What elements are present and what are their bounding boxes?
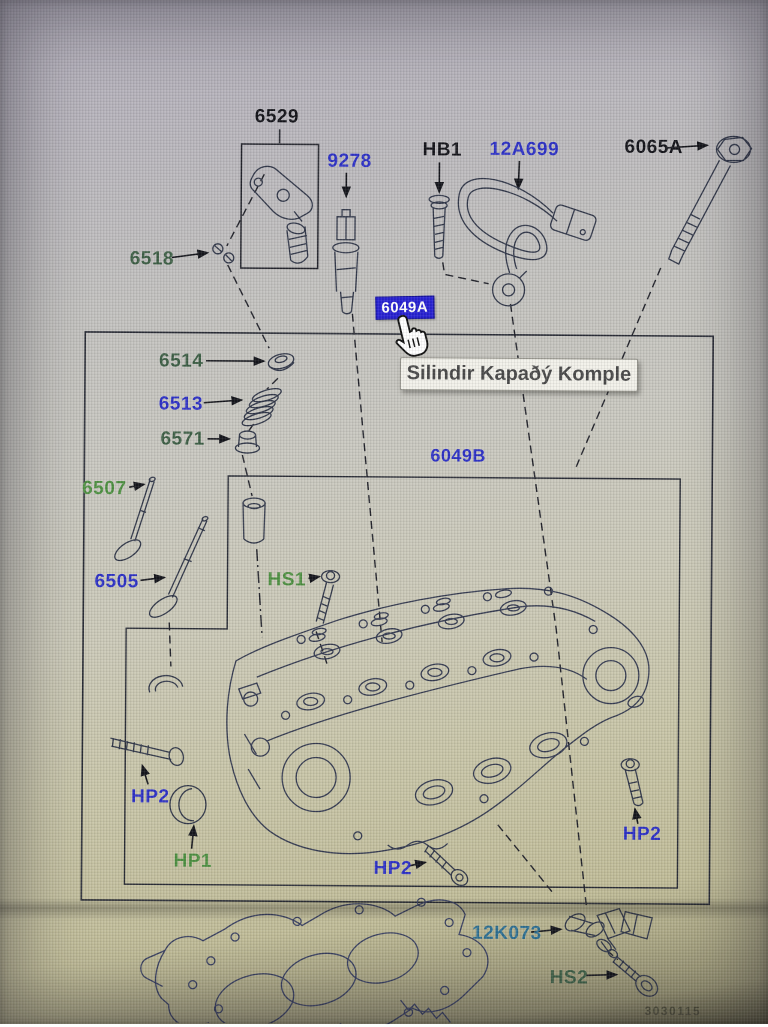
hs2-bolt-art [613,956,662,1001]
callout-6513[interactable]: 6513 [159,393,203,415]
callout-6507[interactable]: 6507 [82,478,126,500]
knock-sensor-harness-art [458,178,598,306]
hp2-bottom-bolt-art [424,845,471,888]
cylinder-head-art [226,585,650,856]
hs1-bolt-art [316,571,339,624]
intake-valve-art [146,515,208,621]
callout-6065a[interactable]: 6065A [624,137,683,159]
valve-seal-art [235,431,259,453]
callout-hb1[interactable]: HB1 [422,139,462,161]
callout-hp1[interactable]: HP1 [173,851,212,873]
callout-6571[interactable]: 6571 [160,428,204,450]
head-gasket-art [140,896,488,1026]
hp2-right-bolt-art [621,759,643,806]
hb1-bolt-art [429,195,449,258]
vct-solenoid-12k073-art [562,908,652,959]
cam-sensor-9278-art [332,210,359,314]
callout-12a699[interactable]: 12A699 [489,139,559,161]
tooltip: Silindir Kapaðý Komple [400,357,638,392]
callout-6529[interactable]: 6529 [255,106,299,128]
lash-adjuster-art [286,221,308,263]
callout-hp2-left[interactable]: HP2 [131,786,170,808]
callout-6518[interactable]: 6518 [130,248,174,270]
centerline-dashdot [256,549,263,637]
callout-6514[interactable]: 6514 [159,350,203,372]
valve-spring-art [241,386,283,429]
callout-hp2-right[interactable]: HP2 [623,824,662,846]
callout-12k073[interactable]: 12K073 [472,923,542,945]
valve-keepers-art [213,244,234,263]
hp2-left-stud-art [110,738,185,767]
hp1-plug-art [170,786,206,824]
cursor-pointer-icon [392,312,428,360]
spring-retainer-art [267,351,296,371]
drawing-number: 3030115 [644,1004,701,1018]
callout-hs1[interactable]: HS1 [267,569,306,591]
callout-6505[interactable]: 6505 [94,571,138,593]
leader-lines [126,141,708,976]
callout-9278[interactable]: 9278 [327,151,371,173]
rocker-arm-art [250,166,313,221]
callout-hs2[interactable]: HS2 [550,967,589,989]
tappet-bucket-art [243,498,265,543]
callout-hp2-bottom[interactable]: HP2 [373,858,412,880]
thrust-seal-art [149,675,183,692]
callout-6049b[interactable]: 6049B [430,445,486,466]
